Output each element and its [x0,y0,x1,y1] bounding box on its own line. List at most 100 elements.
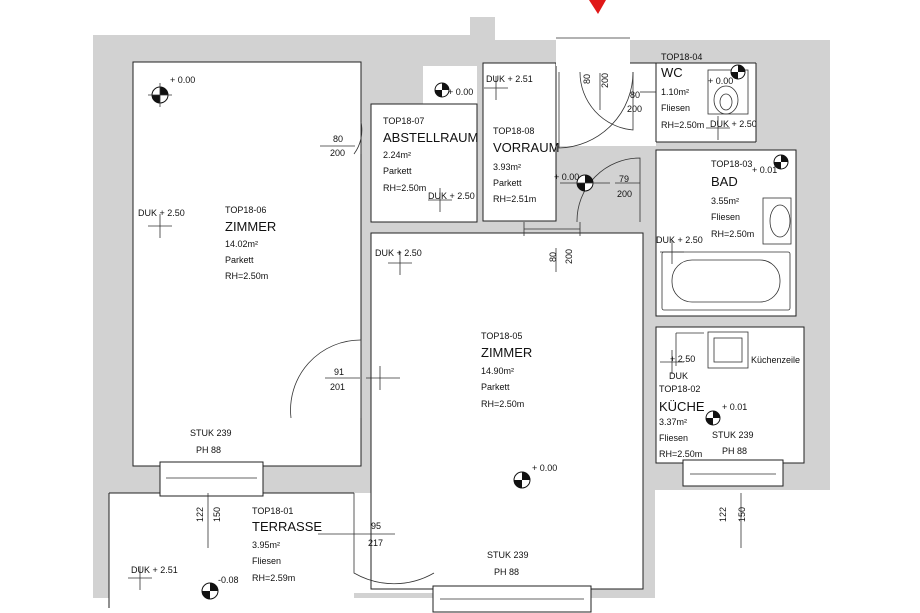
level-marker-abstell [434,82,450,98]
svg-text:TOP18-06: TOP18-06 [225,205,266,215]
svg-text:14.02m²: 14.02m² [225,239,258,249]
svg-text:Fliesen: Fliesen [661,103,690,113]
level-marker-kueche [705,410,721,426]
dimension-lines [207,73,742,548]
svg-text:Fliesen: Fliesen [659,433,688,443]
svg-text:217: 217 [368,538,383,548]
svg-text:Fliesen: Fliesen [711,212,740,222]
svg-text:200: 200 [330,148,345,158]
svg-text:TOP18-02: TOP18-02 [659,384,700,394]
level-labels: + 0.00 + 0.00 + 0.00 + 0.00 + 0.01 + 0.0… [170,75,777,585]
svg-text:RH=2.50m: RH=2.50m [661,120,704,130]
svg-text:+ 0.01: + 0.01 [722,402,747,412]
svg-text:122: 122 [718,507,728,522]
svg-text:RH=2.59m: RH=2.59m [252,573,295,583]
svg-text:PH 88: PH 88 [196,445,221,455]
svg-text:STUK 239: STUK 239 [190,428,232,438]
svg-text:STUK 239: STUK 239 [487,550,529,560]
svg-text:3.37m²: 3.37m² [659,417,687,427]
svg-text:DUK + 2.50: DUK + 2.50 [428,191,475,201]
svg-text:Parkett: Parkett [225,255,254,265]
stuk-labels: STUK 239 PH 88 STUK 239 PH 88 STUK 239 P… [190,428,754,577]
svg-text:RH=2.50m: RH=2.50m [659,449,702,459]
svg-text:DUK: DUK [669,371,688,381]
svg-text:80: 80 [630,90,640,100]
svg-text:DUK + 2.51: DUK + 2.51 [486,74,533,84]
svg-text:80: 80 [582,74,592,84]
level-marker-terrasse [201,582,219,600]
svg-text:+ 0.00: + 0.00 [708,76,733,86]
svg-text:+ 0.00: + 0.00 [170,75,195,85]
door-dimension-labels: 80 200 80 200 80 200 79 200 80 200 91 20… [330,73,642,548]
svg-text:TOP18-03: TOP18-03 [711,159,752,169]
svg-text:VORRAUM: VORRAUM [493,140,559,155]
svg-text:200: 200 [600,73,610,88]
kitchen-counter-label: Küchenzeile [751,355,800,365]
svg-text:3.93m²: 3.93m² [493,162,521,172]
svg-text:DUK + 2.50: DUK + 2.50 [710,119,757,129]
level-marker-zimmer-main [513,471,531,489]
svg-text:Fliesen: Fliesen [252,556,281,566]
svg-text:+ 2.50: + 2.50 [670,354,695,364]
svg-text:200: 200 [564,249,574,264]
duk-labels: DUK + 2.50 DUK + 2.50 DUK + 2.51 DUK + 2… [131,74,800,575]
svg-text:RH=2.50m: RH=2.50m [383,183,426,193]
level-marker-bad [773,154,789,170]
svg-text:DUK + 2.50: DUK + 2.50 [375,248,422,258]
svg-text:PH 88: PH 88 [722,446,747,456]
fixtures [661,69,792,369]
svg-text:91: 91 [334,367,344,377]
svg-text:Parkett: Parkett [493,178,522,188]
svg-text:ZIMMER: ZIMMER [481,345,532,360]
svg-text:RH=2.50m: RH=2.50m [225,271,268,281]
svg-text:200: 200 [627,104,642,114]
window-dimension-labels: 122 150 122 150 [195,507,747,522]
svg-text:TOP18-07: TOP18-07 [383,116,424,126]
svg-text:RH=2.50m: RH=2.50m [711,229,754,239]
room-label-zimmer-west: TOP18-06 ZIMMER 14.02m² Parkett RH=2.50m [225,205,276,281]
svg-text:DUK + 2.50: DUK + 2.50 [656,235,703,245]
svg-text:95: 95 [371,521,381,531]
svg-text:STUK 239: STUK 239 [712,430,754,440]
duk-crosshairs [128,76,730,590]
north-arrow-marker [589,0,606,14]
svg-text:DUK + 2.51: DUK + 2.51 [131,565,178,575]
svg-text:201: 201 [330,382,345,392]
svg-text:Parkett: Parkett [481,382,510,392]
svg-text:TOP18-01: TOP18-01 [252,506,293,516]
svg-text:ABSTELLRAUM: ABSTELLRAUM [383,130,478,145]
svg-text:+ 0.00: + 0.00 [448,87,473,97]
svg-text:3.55m²: 3.55m² [711,196,739,206]
svg-text:200: 200 [617,189,632,199]
svg-text:150: 150 [212,507,222,522]
svg-text:PH 88: PH 88 [494,567,519,577]
svg-text:TERRASSE: TERRASSE [252,519,322,534]
svg-text:+ 0.01: + 0.01 [752,165,777,175]
svg-text:TOP18-08: TOP18-08 [493,126,534,136]
svg-text:1.10m²: 1.10m² [661,87,689,97]
room-label-abstellraum: TOP18-07 ABSTELLRAUM 2.24m² Parkett RH=2… [383,116,478,193]
svg-text:+ 0.00: + 0.00 [554,172,579,182]
room-label-vorraum: TOP18-08 VORRAUM 3.93m² Parkett RH=2.51m [493,126,559,204]
svg-text:ZIMMER: ZIMMER [225,219,276,234]
svg-text:DUK + 2.50: DUK + 2.50 [138,208,185,218]
room-floors [109,62,804,608]
level-markers [148,64,789,600]
room-label-wc: TOP18-04 WC 1.10m² Fliesen RH=2.50m [661,52,704,130]
svg-text:150: 150 [737,507,747,522]
svg-text:-0.08: -0.08 [218,575,239,585]
svg-text:TOP18-04: TOP18-04 [661,52,702,62]
room-label-zimmer-main: TOP18-05 ZIMMER 14.90m² Parkett RH=2.50m [481,331,532,409]
svg-text:2.24m²: 2.24m² [383,150,411,160]
svg-text:+ 0.00: + 0.00 [532,463,557,473]
svg-text:RH=2.51m: RH=2.51m [493,194,536,204]
svg-text:122: 122 [195,507,205,522]
svg-text:80: 80 [548,252,558,262]
room-label-kueche: TOP18-02 KÜCHE 3.37m² Fliesen RH=2.50m [659,384,705,459]
svg-text:80: 80 [333,134,343,144]
svg-text:KÜCHE: KÜCHE [659,399,705,414]
svg-text:BAD: BAD [711,174,738,189]
svg-text:RH=2.50m: RH=2.50m [481,399,524,409]
level-marker-wc [730,64,746,80]
